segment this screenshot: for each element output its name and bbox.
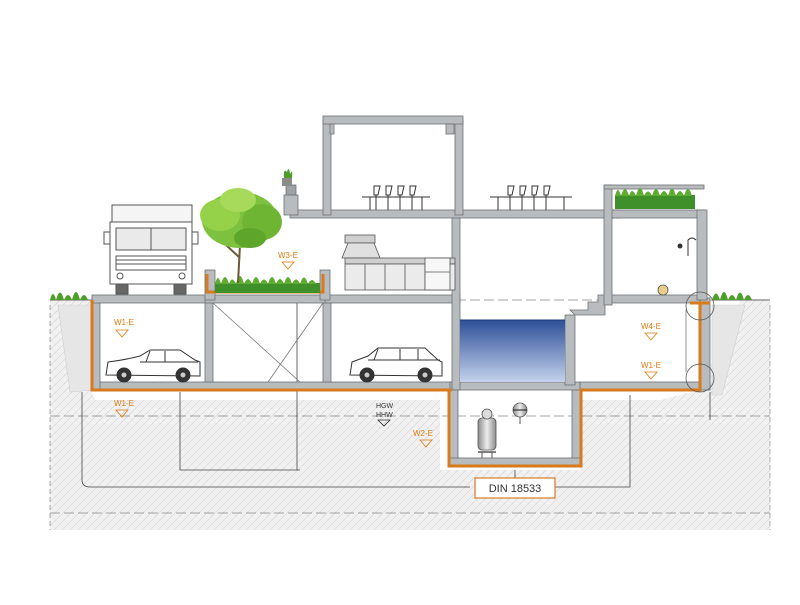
hgw-marker — [377, 419, 391, 427]
shower-fixture — [677, 237, 697, 256]
swimming-pool — [460, 319, 565, 382]
label-hhw: HHW — [376, 412, 393, 419]
dining-set-left — [362, 185, 430, 210]
detail-circles — [685, 291, 715, 393]
tree — [200, 188, 282, 284]
water-tank — [477, 408, 497, 458]
car-estate — [349, 347, 443, 383]
truck — [103, 204, 199, 295]
level-markers — [115, 261, 658, 448]
soil-area — [50, 300, 770, 530]
potted-plant — [282, 168, 293, 186]
ball — [657, 284, 669, 296]
grass-right — [712, 292, 756, 300]
label-w1e-right: W1-E — [641, 361, 661, 370]
label-hgw: HGW — [376, 403, 394, 410]
garage-ramp — [212, 302, 324, 383]
expansion-vessel — [512, 402, 528, 424]
dash-dot-lines — [49, 305, 771, 530]
label-din: DIN 18533 — [489, 483, 542, 495]
grass-left — [50, 292, 92, 300]
label-w4e: W4-E — [641, 322, 661, 331]
label-w2e: W2-E — [413, 429, 433, 438]
green-roof-terrace — [215, 276, 320, 293]
green-roof-right — [615, 188, 695, 209]
car-sedan — [105, 349, 201, 383]
din-label-box: DIN 18533 — [474, 477, 556, 499]
dining-set-right — [490, 185, 572, 210]
label-w1e-garage: W1-E — [114, 318, 134, 327]
label-w1e-bottom: W1-E — [114, 399, 134, 408]
label-w3e: W3-E — [278, 251, 298, 260]
kitchen — [341, 234, 456, 291]
building-structure — [91, 115, 711, 467]
